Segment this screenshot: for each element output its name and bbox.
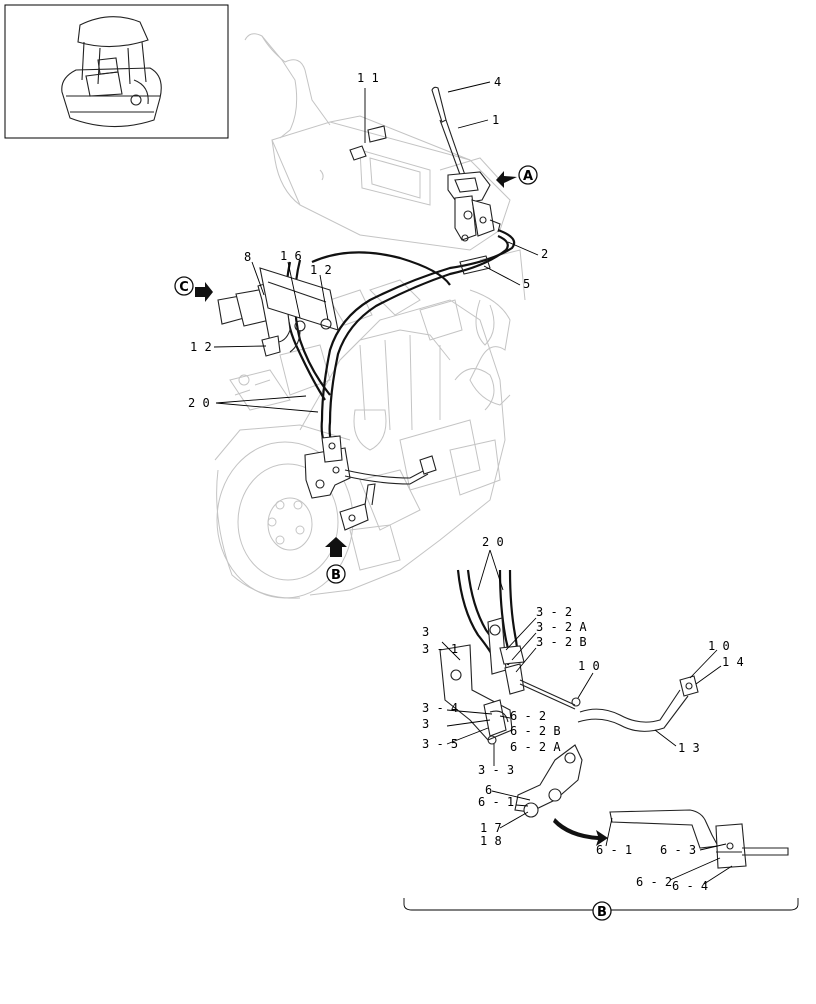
callout-3-2A: 3 - 2 A	[536, 620, 587, 634]
view-arrow-C: C	[174, 276, 213, 302]
callout-3-4: 3 - 4	[422, 701, 458, 715]
callout-3-5: 3 - 5	[422, 737, 458, 751]
callout-6-2A: 6 - 2 A	[510, 740, 561, 754]
callout-6-2b: 6 - 2	[636, 875, 672, 889]
callout-6-16: 6 - 1	[596, 843, 632, 857]
marker-B-detail-label: B	[597, 905, 607, 920]
callout-14: 1 4	[722, 655, 744, 669]
stop-solenoid-assembly	[217, 267, 339, 357]
callout-3-3: 3 - 3	[478, 763, 514, 777]
callout-1: 1	[492, 113, 499, 127]
callout-20a: 2 0	[188, 396, 210, 410]
callout-3-x: 3	[422, 717, 429, 731]
governor-bracket	[304, 435, 437, 531]
callout-12a: 1 2	[310, 263, 332, 277]
callout-6-2B: 6 - 2 B	[510, 724, 561, 738]
callout-3-2B: 3 - 2 B	[536, 635, 587, 649]
callout-8: 8	[244, 250, 251, 264]
callout-4: 4	[494, 75, 501, 89]
callout-6: 6	[485, 783, 492, 797]
callout-3-1: 3 - 1	[422, 642, 458, 656]
main-view-callouts: 4 1 1 1 2 5 8 1 6 1 2 1 2 2 0	[188, 71, 548, 413]
callout-11: 1 1	[357, 71, 379, 85]
callout-13: 1 3	[678, 741, 700, 755]
machine-thumbnail	[4, 4, 229, 139]
throttle-lever-assembly	[349, 86, 501, 242]
callout-17: 1 7	[480, 821, 502, 835]
callout-20b: 2 0	[482, 535, 504, 549]
callout-3: 3	[422, 625, 429, 639]
callout-18: 1 8	[480, 834, 502, 848]
curved-arrow-icon	[553, 818, 608, 846]
callout-16: 1 6	[280, 249, 302, 263]
callout-10a: 1 0	[578, 659, 600, 673]
callout-2: 2	[541, 247, 548, 261]
marker-C-label: C	[179, 280, 189, 295]
callout-5: 5	[523, 277, 530, 291]
callout-10b: 1 0	[708, 639, 730, 653]
view-arrow-B: B	[325, 537, 347, 584]
callout-12b: 1 2	[190, 340, 212, 354]
engine-ghost	[214, 279, 506, 599]
callout-6-1: 6 - 1	[478, 795, 514, 809]
callout-6-4: 6 - 4	[672, 879, 708, 893]
marker-B-label: B	[331, 568, 341, 583]
callout-3-2: 3 - 2	[536, 605, 572, 619]
detail-B: 2 0 3 3 - 1	[403, 535, 799, 921]
view-arrow-A: A	[496, 165, 538, 188]
callout-6-2: 6 - 2	[510, 709, 546, 723]
marker-A-label: A	[523, 169, 533, 184]
callout-6-3: 6 - 3	[660, 843, 696, 857]
